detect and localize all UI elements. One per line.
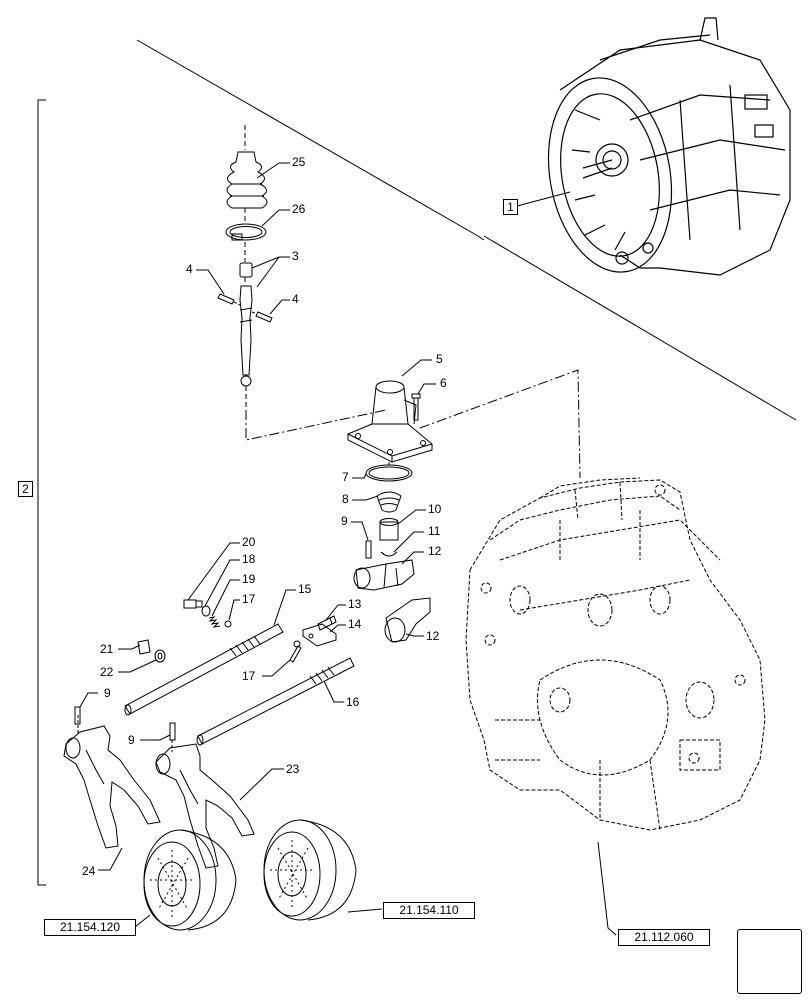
lever-bushing <box>239 262 253 278</box>
ref-link-21-154-120[interactable]: 21.154.120 <box>44 919 136 936</box>
callout-25: 25 <box>292 155 306 169</box>
callout-19: 19 <box>242 572 256 586</box>
sealing-washer <box>201 605 211 617</box>
leader-1 <box>516 191 571 207</box>
callout-3: 3 <box>292 249 299 263</box>
callout-6: 6 <box>440 376 447 390</box>
selector-shaft-upper <box>124 623 284 716</box>
callout-10: 10 <box>428 502 442 516</box>
detent-spring <box>208 616 221 628</box>
detent-ball-lower <box>293 640 301 648</box>
plug-screw <box>183 599 197 609</box>
callout-16: 16 <box>346 695 360 709</box>
callout-18: 18 <box>242 552 256 566</box>
centerline-housing-case <box>419 369 581 479</box>
callout-9-upper: 9 <box>341 514 348 528</box>
callout-14: 14 <box>348 617 362 631</box>
group-label-2: 2 <box>18 481 33 497</box>
callout-22: 22 <box>100 665 114 679</box>
roll-pin-upper <box>365 540 372 559</box>
callout-21: 21 <box>100 642 114 656</box>
gear-lever-assembly <box>217 125 273 410</box>
shift-fork-23 <box>155 740 255 869</box>
next-page-button[interactable] <box>737 929 802 994</box>
callout-9-fork24: 9 <box>104 686 111 700</box>
detent-plunger <box>379 521 399 541</box>
roll-pin-fork-23 <box>169 722 176 741</box>
callout-9-fork23: 9 <box>128 733 135 747</box>
lever-housing <box>346 380 434 463</box>
callout-4-right: 4 <box>292 292 299 306</box>
selector-shaft-lower <box>196 657 355 746</box>
callout-24: 24 <box>82 864 96 878</box>
lock-bolt <box>317 617 333 631</box>
diagonal-frame-line-lower <box>483 235 797 421</box>
ref-link-21-112-060[interactable]: 21.112.060 <box>618 929 710 946</box>
callout-17-lower: 17 <box>242 669 256 683</box>
callout-13: 13 <box>348 597 362 611</box>
callout-26: 26 <box>292 202 306 216</box>
ref-link-21-154-110[interactable]: 21.154.110 <box>383 902 475 919</box>
callout-15: 15 <box>298 582 312 596</box>
callout-8: 8 <box>342 492 349 506</box>
callout-17-upper: 17 <box>242 592 256 606</box>
synchronizer-21-154-110 <box>263 819 357 921</box>
transmission-assembly <box>547 17 791 276</box>
gear-lever <box>239 285 253 376</box>
selector-lower <box>385 597 431 643</box>
lever-pin-right <box>255 311 273 323</box>
synchronizer-21-154-120 <box>143 829 237 931</box>
spring-seat <box>376 491 402 513</box>
callout-12-upper: 12 <box>428 544 442 558</box>
fitting-bolt <box>137 639 151 655</box>
fitting-washer <box>154 649 166 663</box>
hose-clamp <box>225 223 267 241</box>
lever-pin-left <box>217 293 235 305</box>
callout-7: 7 <box>342 470 349 484</box>
lock-plate <box>302 623 337 647</box>
callout-11: 11 <box>428 524 441 538</box>
callout-12-lower: 12 <box>426 629 440 643</box>
centerline-lever-housing <box>245 409 387 441</box>
callout-20: 20 <box>242 535 256 549</box>
snap-ring <box>380 551 398 557</box>
group-label-1: 1 <box>503 199 518 215</box>
diagonal-frame-line-upper <box>136 39 479 237</box>
roll-pin-fork-24 <box>74 706 81 725</box>
shift-fork-24 <box>63 715 161 849</box>
group-bracket <box>37 99 46 886</box>
detent-ball-upper <box>224 620 232 628</box>
callout-23: 23 <box>286 762 300 776</box>
callout-5: 5 <box>436 352 443 366</box>
callout-4-left: 4 <box>186 262 193 276</box>
detent-pin <box>289 645 302 663</box>
rubber-boot <box>226 151 268 209</box>
gearbox-case-phantom <box>465 477 766 831</box>
